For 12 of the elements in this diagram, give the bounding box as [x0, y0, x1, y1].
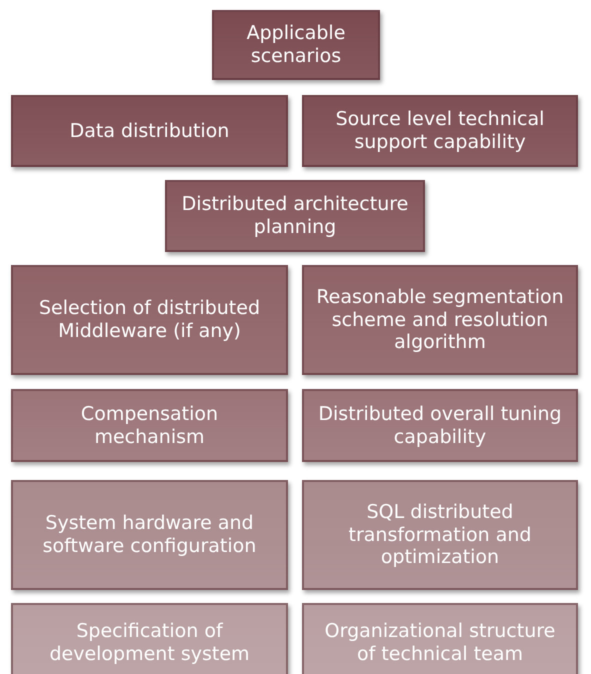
- text-box: Data distribution: [11, 95, 288, 167]
- text-box: Reasonable segmentation scheme and resolution algorithm: [302, 265, 578, 375]
- text-box: Compensation mechanism: [11, 389, 288, 462]
- text-box: System hardware and software configuration: [11, 480, 288, 590]
- text-box: Applicable scenarios: [212, 10, 380, 80]
- text-box: SQL distributed transformation and optimization: [302, 480, 578, 590]
- text-box: Selection of distributed Middleware (if any): [11, 265, 288, 375]
- text-box: Organizational structure of technical team: [302, 603, 578, 674]
- text-box: Source level technical support capability: [302, 95, 578, 167]
- text-box: Distributed overall tuning capability: [302, 389, 578, 462]
- text-box: Specification of development system: [11, 603, 288, 674]
- text-box: Distributed architecture planning: [165, 180, 425, 252]
